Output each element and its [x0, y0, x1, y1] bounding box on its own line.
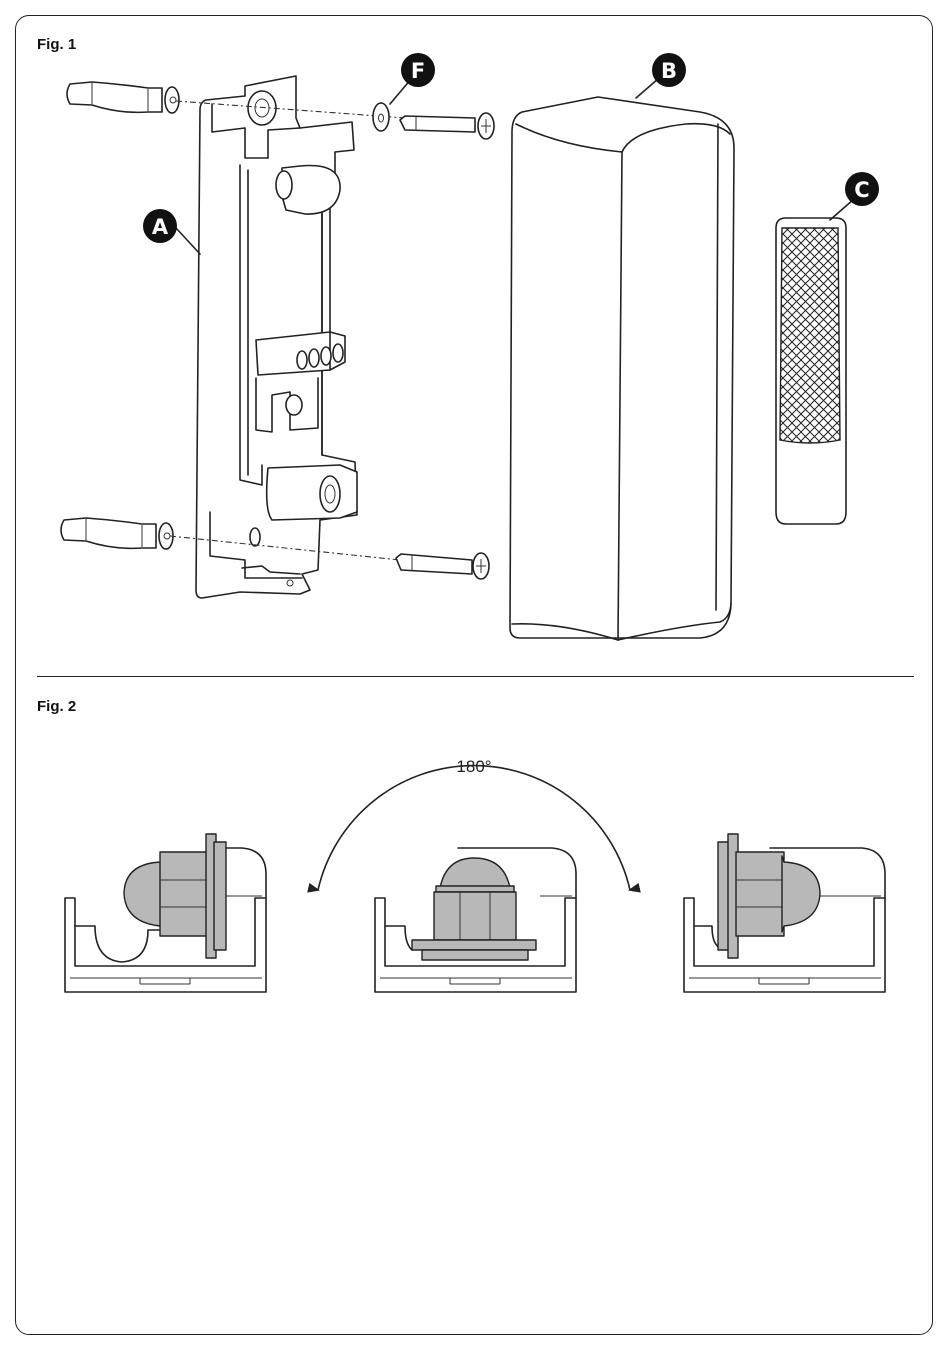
screw-top: [400, 113, 494, 139]
svg-text:B: B: [661, 59, 677, 83]
leader-a: [176, 228, 200, 254]
mounting-plate: [196, 76, 357, 598]
svg-text:A: A: [152, 215, 169, 239]
bracket-view-center: [375, 848, 576, 992]
callout-c: C: [845, 172, 879, 206]
callout-b: B: [652, 53, 686, 87]
screw-bottom: [396, 553, 489, 579]
svg-text:C: C: [854, 178, 869, 202]
lens-panel: [776, 218, 846, 524]
bracket-view-left: [65, 834, 266, 992]
wall-plug-top: [67, 82, 179, 113]
washer: [373, 103, 389, 131]
cover: [510, 97, 734, 640]
bracket-view-right: [684, 834, 885, 992]
rotation-angle-label: 180°: [456, 757, 491, 776]
callout-a: A: [143, 209, 177, 243]
svg-text:F: F: [411, 59, 425, 83]
wall-plug-bottom: [61, 518, 173, 549]
callout-f: F: [401, 53, 435, 87]
